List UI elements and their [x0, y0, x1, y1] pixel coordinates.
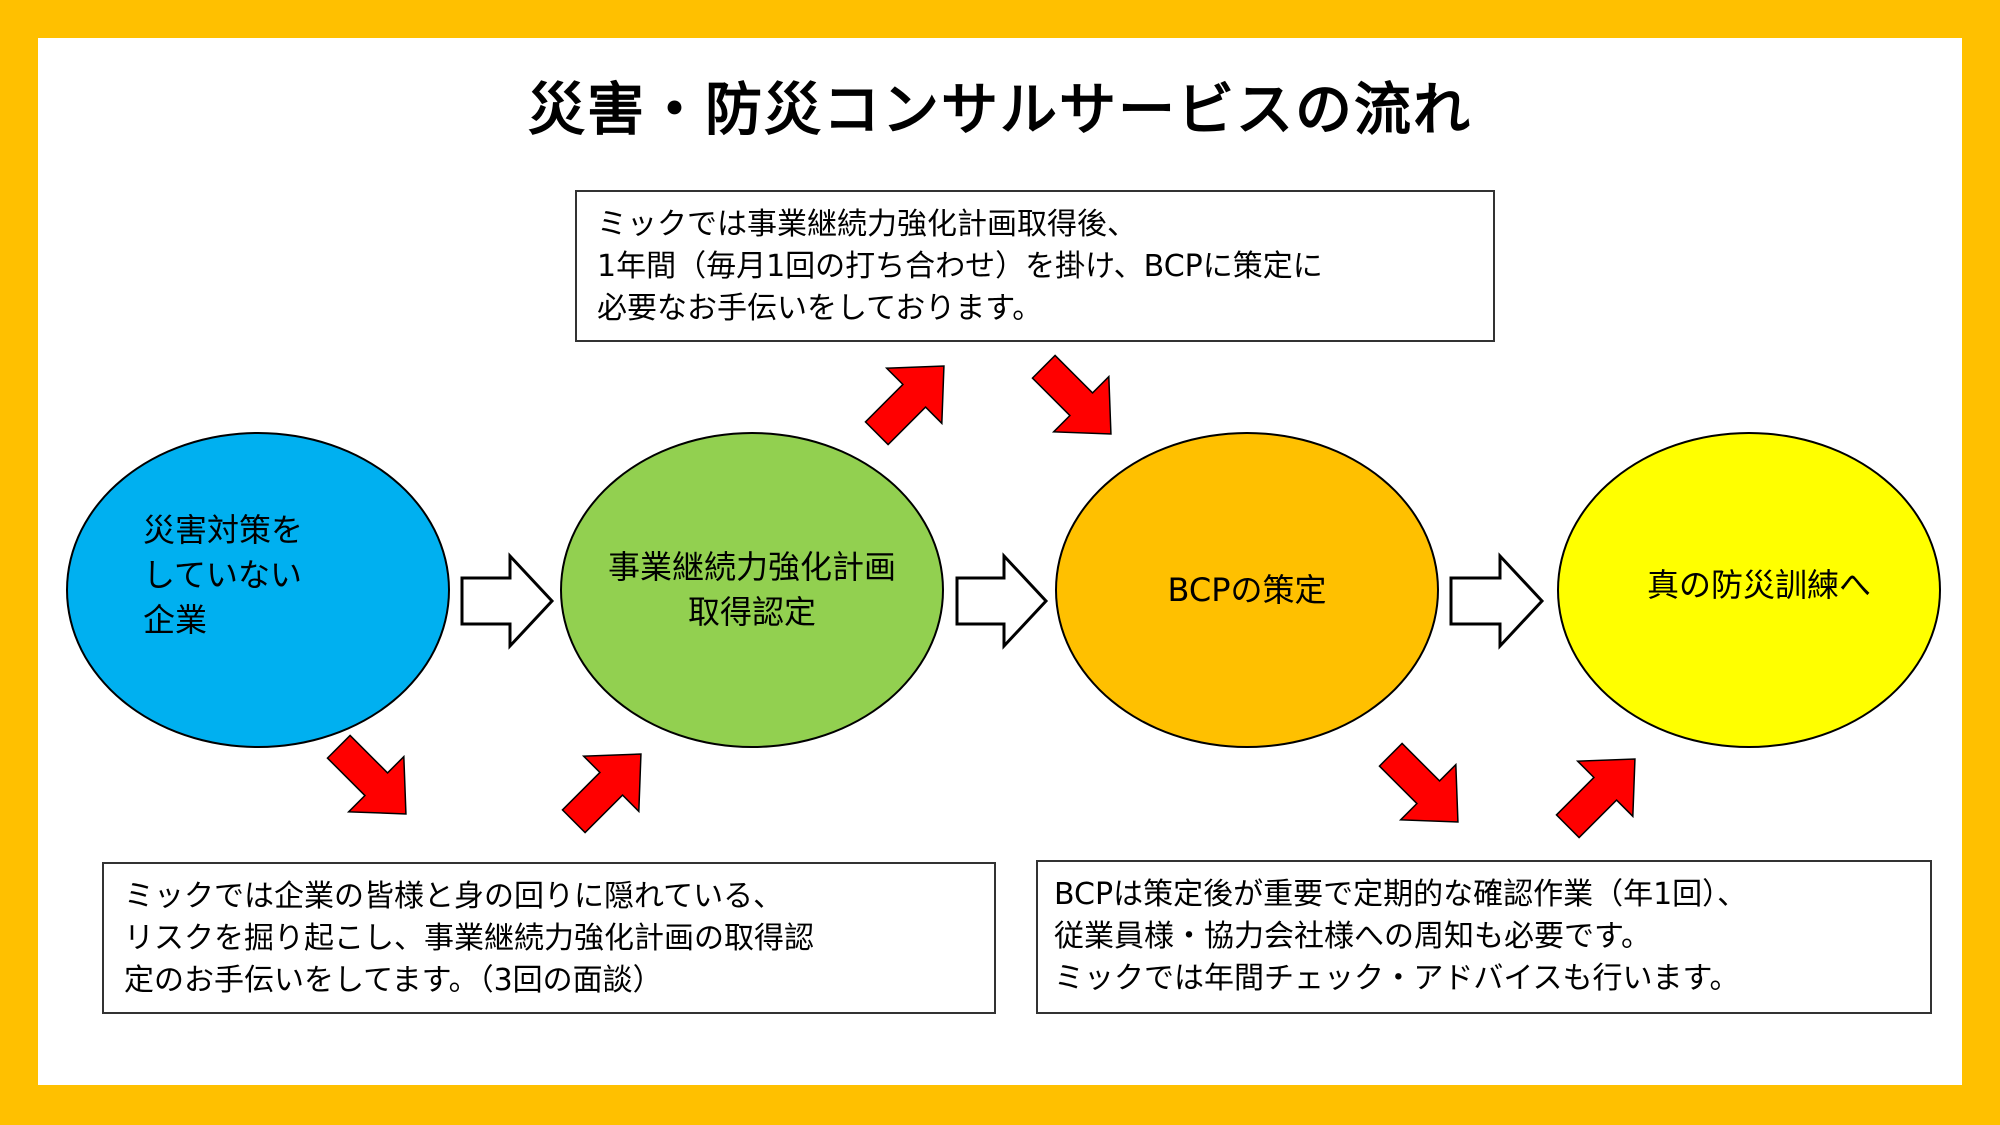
page-title: 災害・防災コンサルサービスの流れ — [528, 77, 1472, 143]
right-arrow-icon — [460, 552, 555, 650]
step-label: 真の防災訓練へ — [1646, 565, 1871, 604]
step-continuity-plan-certification: 事業継続力強化計画 取得認定 — [560, 432, 944, 748]
right-arrow-icon — [1449, 552, 1545, 650]
step-bcp-formulation: BCPの策定 — [1055, 432, 1439, 748]
step-label: BCPの策定 — [1167, 570, 1327, 609]
step-label: 災害対策を していない 企業 — [142, 510, 303, 639]
note-line: ミックでは事業継続力強化計画取得後、 — [597, 207, 1137, 242]
red-arrow-down-right-icon — [1378, 742, 1459, 823]
note-line: リスクを掘り起こし、事業継続力強化計画の取得認 — [124, 921, 814, 956]
note-line: 必要なお手伝いをしております。 — [597, 291, 1043, 326]
note-line: 定のお手伝いをしてます。（3回の面談） — [124, 963, 663, 998]
step-no-disaster-measures: 災害対策を していない 企業 — [66, 432, 450, 748]
step-label: 事業継続力強化計画 取得認定 — [607, 548, 896, 631]
note-bottom-right: BCPは策定後が重要で定期的な確認作業（年1回）、 従業員様・協力会社様への周知… — [1036, 860, 1932, 1014]
note-line: ミックでは年間チェック・アドバイスも行います。 — [1054, 961, 1740, 996]
right-arrow-icon — [955, 552, 1049, 650]
note-line: 1年間（毎月1回の打ち合わせ）を掛け、BCPに策定に — [597, 249, 1323, 284]
note-line: ミックでは企業の皆様と身の回りに隠れている、 — [124, 879, 784, 914]
note-bottom-left: ミックでは企業の皆様と身の回りに隠れている、 リスクを掘り起こし、事業継続力強化… — [102, 862, 996, 1014]
note-top: ミックでは事業継続力強化計画取得後、 1年間（毎月1回の打ち合わせ）を掛け、BC… — [575, 190, 1495, 342]
red-arrow-up-right-icon — [561, 753, 642, 834]
red-arrow-up-right-icon — [1555, 758, 1636, 839]
red-arrow-down-right-icon — [1031, 354, 1112, 435]
red-arrow-up-right-icon — [864, 365, 945, 446]
note-line: BCPは策定後が重要で定期的な確認作業（年1回）、 — [1054, 877, 1748, 912]
red-arrow-down-right-icon — [326, 734, 407, 815]
note-line: 従業員様・協力会社様への周知も必要です。 — [1054, 919, 1651, 954]
step-true-disaster-drill: 真の防災訓練へ — [1557, 432, 1941, 748]
